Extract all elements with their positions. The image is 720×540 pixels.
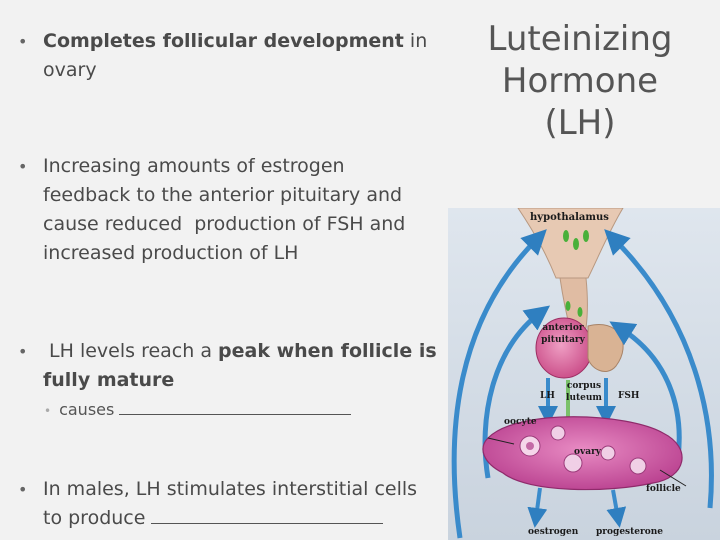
bullet-4-line1: In males, LH stimulates interstitial cel… (43, 478, 418, 500)
fill-in-blank-2 (151, 522, 384, 524)
progesterone-arrow (606, 489, 627, 528)
sub-bullet: • causes (44, 400, 352, 419)
bullet-4-line2: to produce (43, 507, 152, 529)
bullet-1-bold: Completes follicular development (43, 30, 404, 52)
label-ovary: ovary (574, 447, 602, 457)
feedback-arrow-right-inner (609, 321, 682, 459)
bullet-1-rest: in (403, 30, 428, 52)
label-oestrogen: oestrogen (528, 527, 579, 537)
bullet-2-line3: cause reduced production of FSH and (43, 213, 406, 235)
label-corpus: corpus (567, 381, 601, 391)
oestrogen-arrow (527, 487, 548, 528)
feedback-arrow-right-outer (604, 229, 714, 509)
follicle-pointer (659, 469, 687, 487)
bullet-1-line2: ovary (43, 59, 97, 81)
slide-title: Luteinizing Hormone (LH) (462, 18, 698, 144)
title-line-1: Luteinizing (487, 19, 673, 59)
sub-bullet-text: causes (59, 400, 120, 419)
label-hypothalamus: hypothalamus (530, 212, 609, 223)
hormone-feedback-diagram: hypothalamus anterior pituitary LH FSH c… (448, 208, 720, 540)
green-hormone-drops (563, 230, 589, 317)
bullet-dot: • (18, 342, 28, 361)
bullet-3-pre: LH levels reach a (43, 340, 219, 362)
follicles (519, 425, 647, 475)
oocyte-pointer (487, 437, 515, 445)
bullet-2-line4: increased production of LH (43, 242, 299, 264)
label-pituitary: pituitary (541, 335, 586, 345)
label-oocyte: oocyte (504, 417, 537, 427)
bullet-dot: • (18, 32, 28, 51)
label-luteum: luteum (566, 393, 602, 403)
bullet-2-line2: feedback to the anterior pituitary and (43, 184, 403, 206)
bullet-dot: • (18, 480, 28, 499)
sub-bullet-dot: • (44, 404, 52, 418)
bullet-dot: • (18, 157, 28, 176)
label-follicle: follicle (646, 484, 681, 494)
bullet-3-bold-2: fully mature (43, 369, 175, 391)
feedback-arrow-left-outer (451, 229, 547, 539)
label-progesterone: progesterone (596, 527, 663, 537)
fill-in-blank-1 (119, 413, 352, 415)
bullet-3-bold-1: peak when follicle is (218, 340, 437, 362)
label-anterior: anterior (542, 323, 583, 333)
title-line-2: Hormone (LH) (501, 61, 659, 143)
bullet-2-line1: Increasing amounts of estrogen (43, 155, 345, 177)
label-fsh: FSH (618, 391, 640, 401)
label-lh: LH (540, 391, 555, 401)
